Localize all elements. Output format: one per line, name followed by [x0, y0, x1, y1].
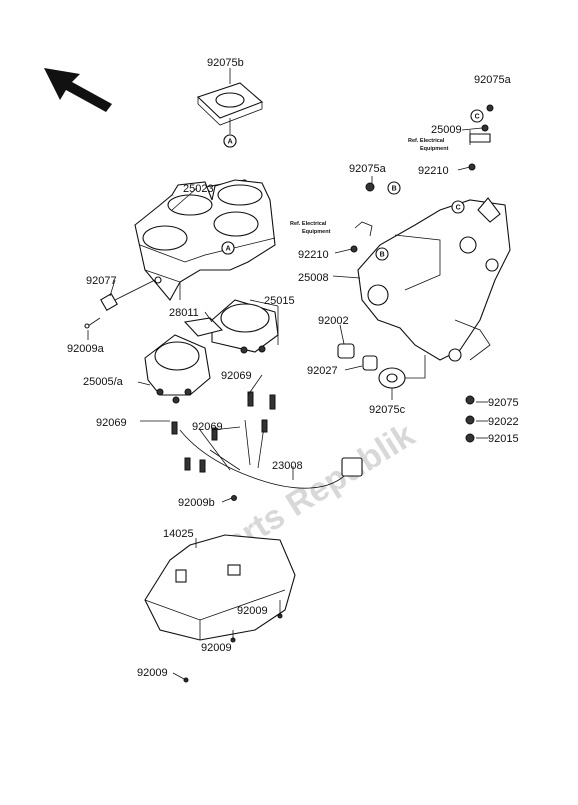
- callout-a2: A: [221, 241, 235, 255]
- label-92210-top: 92210: [418, 165, 449, 177]
- callout-c1: C: [470, 109, 484, 123]
- meter-cover-14025: [144, 534, 296, 683]
- label-25008: 25008: [298, 272, 329, 284]
- label-25015: 25015: [264, 295, 295, 307]
- label-92009b: 92009b: [178, 497, 215, 509]
- label-92075a-mid: 92075a: [349, 163, 387, 175]
- bracket-25008: [354, 130, 511, 362]
- panel-28011: [183, 317, 224, 337]
- label-92009-2: 92009: [201, 642, 232, 654]
- label-92069-c: 92069: [192, 421, 223, 433]
- ref-note-2-line2: Equipment: [302, 229, 331, 235]
- svg-text:C: C: [475, 114, 480, 121]
- tachometer-25005a: [144, 334, 211, 404]
- wire-harness-23008: [171, 391, 363, 501]
- label-92002: 92002: [318, 315, 349, 327]
- label-25023: 25023: [183, 183, 214, 195]
- label-25009: 25009: [431, 124, 462, 136]
- label-92027: 92027: [307, 365, 338, 377]
- svg-text:B: B: [380, 252, 385, 259]
- ref-note-2-line1: Ref. Electrical: [290, 221, 327, 227]
- callout-c2: C: [451, 200, 465, 214]
- screw-92077: [84, 279, 156, 329]
- svg-text:A: A: [226, 246, 231, 253]
- ref-note-1-line2: Equipment: [420, 146, 449, 152]
- label-92077: 92077: [86, 275, 117, 287]
- label-92210-mid: 92210: [298, 249, 329, 261]
- label-92015: 92015: [488, 433, 519, 445]
- callout-b2: B: [375, 247, 389, 261]
- label-92022: 92022: [488, 416, 519, 428]
- svg-text:C: C: [456, 205, 461, 212]
- label-25005a: 25005/a: [83, 376, 124, 388]
- label-92075c: 92075c: [369, 404, 406, 416]
- label-92009a: 92009a: [67, 343, 105, 355]
- label-92075b: 92075b: [207, 57, 244, 69]
- svg-text:B: B: [392, 186, 397, 193]
- svg-text:A: A: [228, 139, 233, 146]
- label-92075a-top: 92075a: [474, 74, 512, 86]
- ref-note-1-line1: Ref. Electrical: [408, 138, 445, 144]
- front-arrow-icon: [44, 68, 112, 112]
- speedometer-25015: [211, 299, 279, 354]
- label-23008: 23008: [272, 460, 303, 472]
- meter-case-25023: [134, 179, 276, 301]
- callout-a1: A: [223, 134, 237, 148]
- label-14025: 14025: [163, 528, 194, 540]
- label-92069-b: 92069: [96, 417, 127, 429]
- label-92069-a: 92069: [221, 370, 252, 382]
- callout-b1: B: [387, 181, 401, 195]
- label-92009-3: 92009: [137, 667, 168, 679]
- label-28011: 28011: [169, 307, 199, 319]
- label-92009-1: 92009: [237, 605, 268, 617]
- damper-parts: [337, 343, 475, 443]
- leader-lines: [87, 68, 488, 681]
- label-92075: 92075: [488, 397, 519, 409]
